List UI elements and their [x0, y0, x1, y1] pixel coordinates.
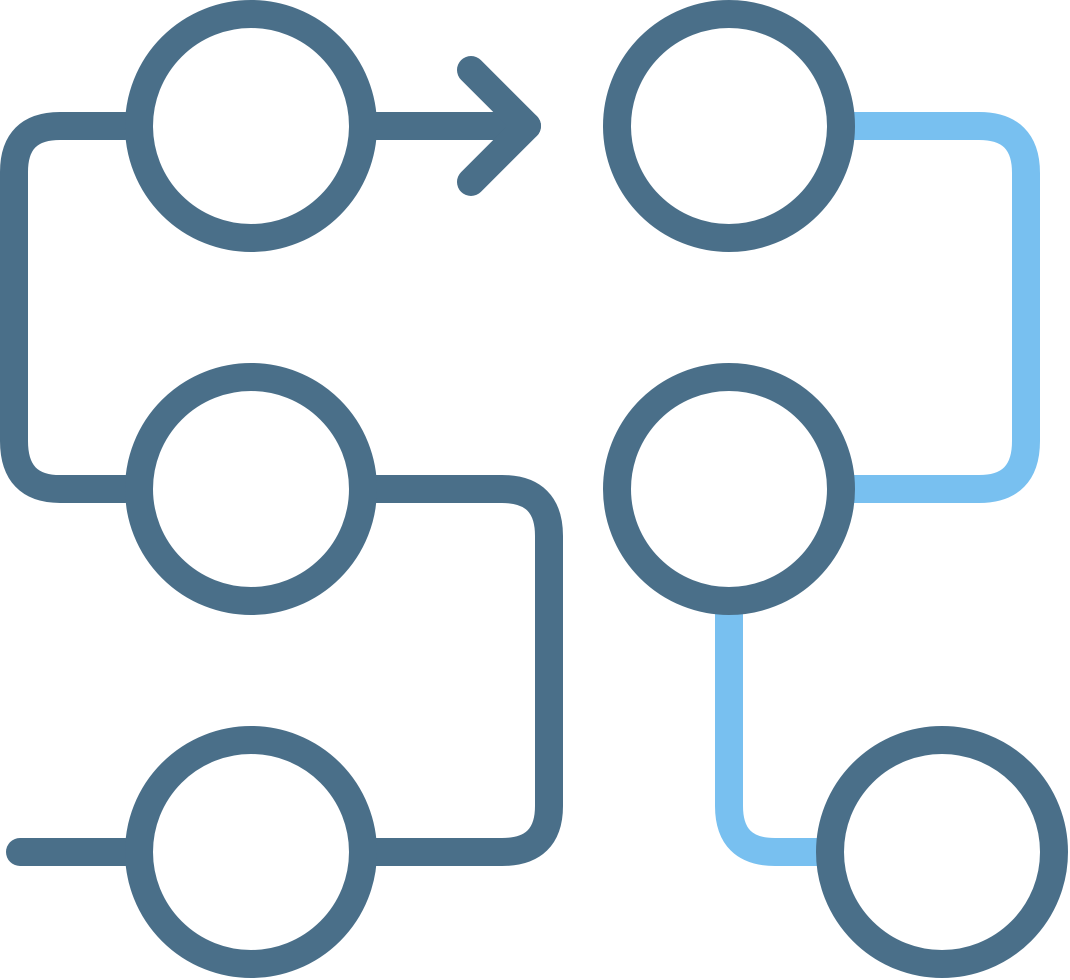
node-middle-right [603, 363, 855, 615]
middle-to-bottom-connector [362, 475, 563, 866]
node-middle-left [125, 363, 377, 615]
connector-group [0, 56, 1040, 866]
node-top-left [125, 0, 377, 252]
right-down-connector [715, 588, 832, 866]
left-loop-connector [0, 112, 139, 503]
right-loop-connector [840, 112, 1040, 503]
node-bottom-right [816, 726, 1068, 978]
node-group [125, 0, 1068, 978]
node-bottom-left [125, 726, 377, 978]
arrowhead-icon [457, 56, 541, 196]
node-top-right [603, 0, 855, 252]
